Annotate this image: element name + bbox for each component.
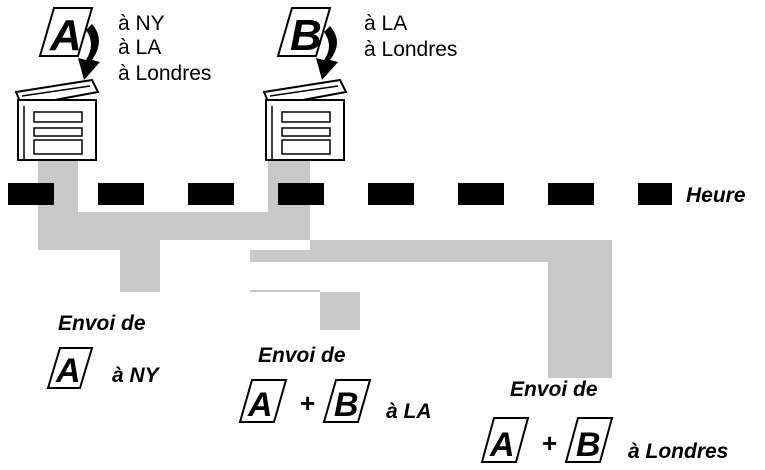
fax-machine-icon xyxy=(262,78,348,161)
svg-text:A: A xyxy=(55,352,81,390)
transmission-paths xyxy=(38,150,612,378)
plus-sign: + xyxy=(300,388,315,418)
doc-b-destination: à Londres xyxy=(364,38,457,61)
fax-machine-icon xyxy=(14,78,100,161)
svg-text:A: A xyxy=(247,386,273,424)
plus-sign: + xyxy=(542,428,557,458)
document-a-icon: A xyxy=(480,417,530,464)
document-b-icon: B xyxy=(322,379,372,424)
svg-text:B: B xyxy=(334,386,359,424)
svg-text:A: A xyxy=(489,426,515,464)
transmission-destination: à NY xyxy=(112,364,161,387)
svg-text:A: A xyxy=(49,11,82,60)
document-b-icon: B xyxy=(564,417,614,464)
doc-a-destination: à Londres xyxy=(118,62,211,85)
document-b-icon: B xyxy=(276,7,332,60)
doc-a-destination: à NY xyxy=(118,12,165,35)
transmission-title: Envoi de xyxy=(258,344,346,367)
document-a-icon: A xyxy=(46,347,94,390)
transmission-title: Envoi de xyxy=(58,312,146,335)
timeline-label: Heure xyxy=(686,184,746,207)
svg-text:B: B xyxy=(576,426,601,464)
document-a-icon: A xyxy=(38,7,94,60)
timeline xyxy=(8,183,672,205)
transmission-destination: à Londres xyxy=(628,440,728,463)
path-ny xyxy=(38,150,310,292)
svg-text:B: B xyxy=(290,11,322,60)
document-a-icon: A xyxy=(238,379,288,424)
doc-a-destination: à LA xyxy=(118,36,161,59)
path-london xyxy=(250,240,612,378)
doc-b-destination: à LA xyxy=(364,12,407,35)
arrow-down-icon xyxy=(316,26,338,80)
arrow-down-icon xyxy=(78,24,100,80)
transmission-title: Envoi de xyxy=(510,378,598,401)
path-la xyxy=(250,250,360,330)
transmission-destination: à LA xyxy=(386,400,432,423)
